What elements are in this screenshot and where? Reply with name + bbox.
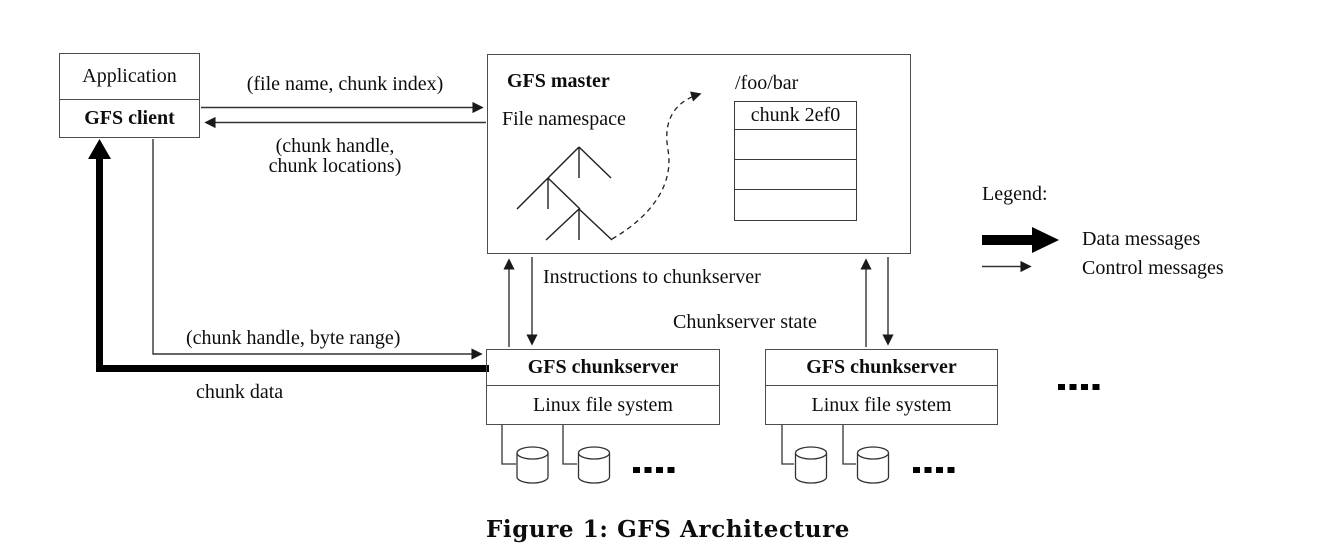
data-arrow-chunk-data — [96, 156, 489, 372]
disk-cylinder-top — [577, 446, 611, 460]
chunk-row — [735, 160, 856, 190]
legend-title: Legend: — [982, 183, 1048, 205]
disk-cylinder — [794, 453, 828, 484]
edge-label-byte-range: (chunk handle, byte range) — [186, 327, 401, 349]
disk-connectors-right — [781, 425, 856, 465]
linux-fs-label: Linux file system — [533, 393, 673, 416]
disk-cylinder-top — [516, 446, 549, 460]
edge-label-chunkserver-state: Chunkserver state — [673, 311, 817, 333]
chunkserver-title: GFS chunkserver — [487, 350, 719, 386]
chunk-row — [735, 190, 856, 220]
control-arrow-client-to-chunkserver — [152, 139, 483, 360]
chunk-row — [735, 130, 856, 160]
chunkserver-box-right: GFS chunkserver Linux file system — [765, 349, 998, 425]
chunkserver-title: GFS chunkserver — [766, 350, 997, 386]
disk-cylinder — [856, 453, 890, 484]
disk-connectors-left — [501, 425, 577, 465]
master-box: GFS master File namespace /foo/bar chunk… — [487, 54, 911, 254]
disk-cylinder — [516, 453, 549, 484]
legend-control-label: Control messages — [1082, 257, 1224, 279]
foo-bar-label: /foo/bar — [735, 72, 799, 94]
namespace-tree — [516, 146, 613, 241]
linux-fs-label: Linux file system — [811, 393, 952, 416]
chunk-row: chunk 2ef0 — [735, 102, 856, 130]
chunkserver-box-left: GFS chunkserver Linux file system — [486, 349, 720, 425]
disk-cylinder — [577, 453, 611, 484]
data-arrow-head — [88, 139, 111, 159]
legend-data-label: Data messages — [1082, 228, 1201, 250]
edge-label-chunk-data: chunk data — [196, 381, 284, 403]
figure-caption: Figure 1: GFS Architecture — [485, 516, 851, 543]
master-title: GFS master — [507, 70, 610, 92]
edge-label-instructions: Instructions to chunkserver — [543, 266, 761, 288]
disk-cylinder-top — [794, 446, 828, 460]
legend-data-arrow-head — [1032, 227, 1059, 253]
disk-cylinder-top — [856, 446, 890, 460]
edge-label-chunk-handle-locations: (chunk handle, chunk locations) — [225, 136, 445, 176]
edge-label-chunk-handle-line2: chunk locations) — [268, 155, 402, 177]
edge-label-chunk-handle-line1: (chunk handle, — [275, 135, 395, 157]
file-namespace-label: File namespace — [502, 108, 626, 130]
namespace-dashed-arrow — [611, 91, 702, 240]
client-box: Application GFS client — [59, 53, 200, 138]
gfs-client-label: GFS client — [84, 107, 175, 129]
chunk-table: chunk 2ef0 — [734, 101, 857, 221]
disk-cylinders — [516, 446, 890, 484]
edge-label-file-name-chunk-index: (file name, chunk index) — [246, 73, 444, 95]
application-label: Application — [60, 54, 199, 100]
